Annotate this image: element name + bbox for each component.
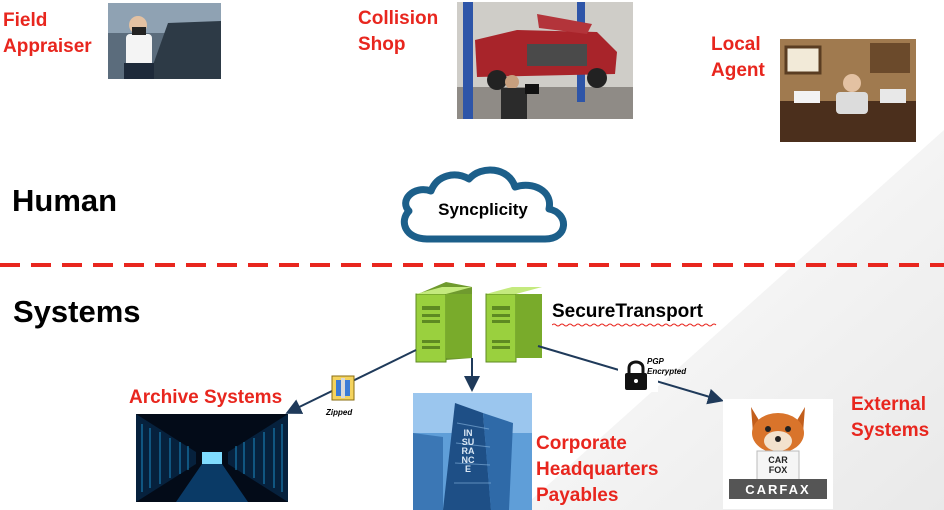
human-section-title: Human — [12, 183, 118, 218]
zip-icon — [331, 375, 355, 401]
zipped-annotation: Zipped — [326, 408, 353, 417]
corporate-headquarters-label: Corporate Headquarters Payables — [536, 433, 659, 506]
field-appraiser-label: Field Appraiser — [3, 10, 92, 57]
systems-section-title: Systems — [13, 294, 141, 329]
spellcheck-underline — [552, 323, 717, 327]
archive-systems-label: Archive Systems — [129, 387, 283, 408]
field-appraiser-photo — [108, 3, 221, 79]
collision-shop-photo — [457, 2, 633, 119]
collision-shop-label: Collision Shop — [358, 8, 439, 55]
carfax-logo: CARFAX — [745, 482, 811, 497]
human-systems-divider — [0, 263, 944, 267]
archive-systems-image — [136, 414, 288, 502]
cloud-icon — [401, 166, 567, 243]
external-systems-label: External Systems — [851, 394, 930, 441]
building-sign: INSURANCE — [461, 428, 475, 474]
insurance-building-image: INSURANCE — [413, 393, 532, 510]
syncplicity-label: Syncplicity — [438, 200, 528, 219]
pgp-encrypted-annotation: PGP Encrypted — [647, 357, 687, 376]
server-icon — [415, 282, 472, 363]
local-agent-label: Local Agent — [711, 34, 765, 81]
carfax-mascot-image: CAR FOX CARFAX — [723, 399, 833, 509]
server-icon — [485, 287, 542, 363]
fox-shirt-text: CAR FOX — [768, 455, 788, 475]
securetransport-label: SecureTransport — [552, 301, 703, 322]
lock-icon — [618, 360, 658, 392]
local-agent-photo — [780, 39, 916, 142]
